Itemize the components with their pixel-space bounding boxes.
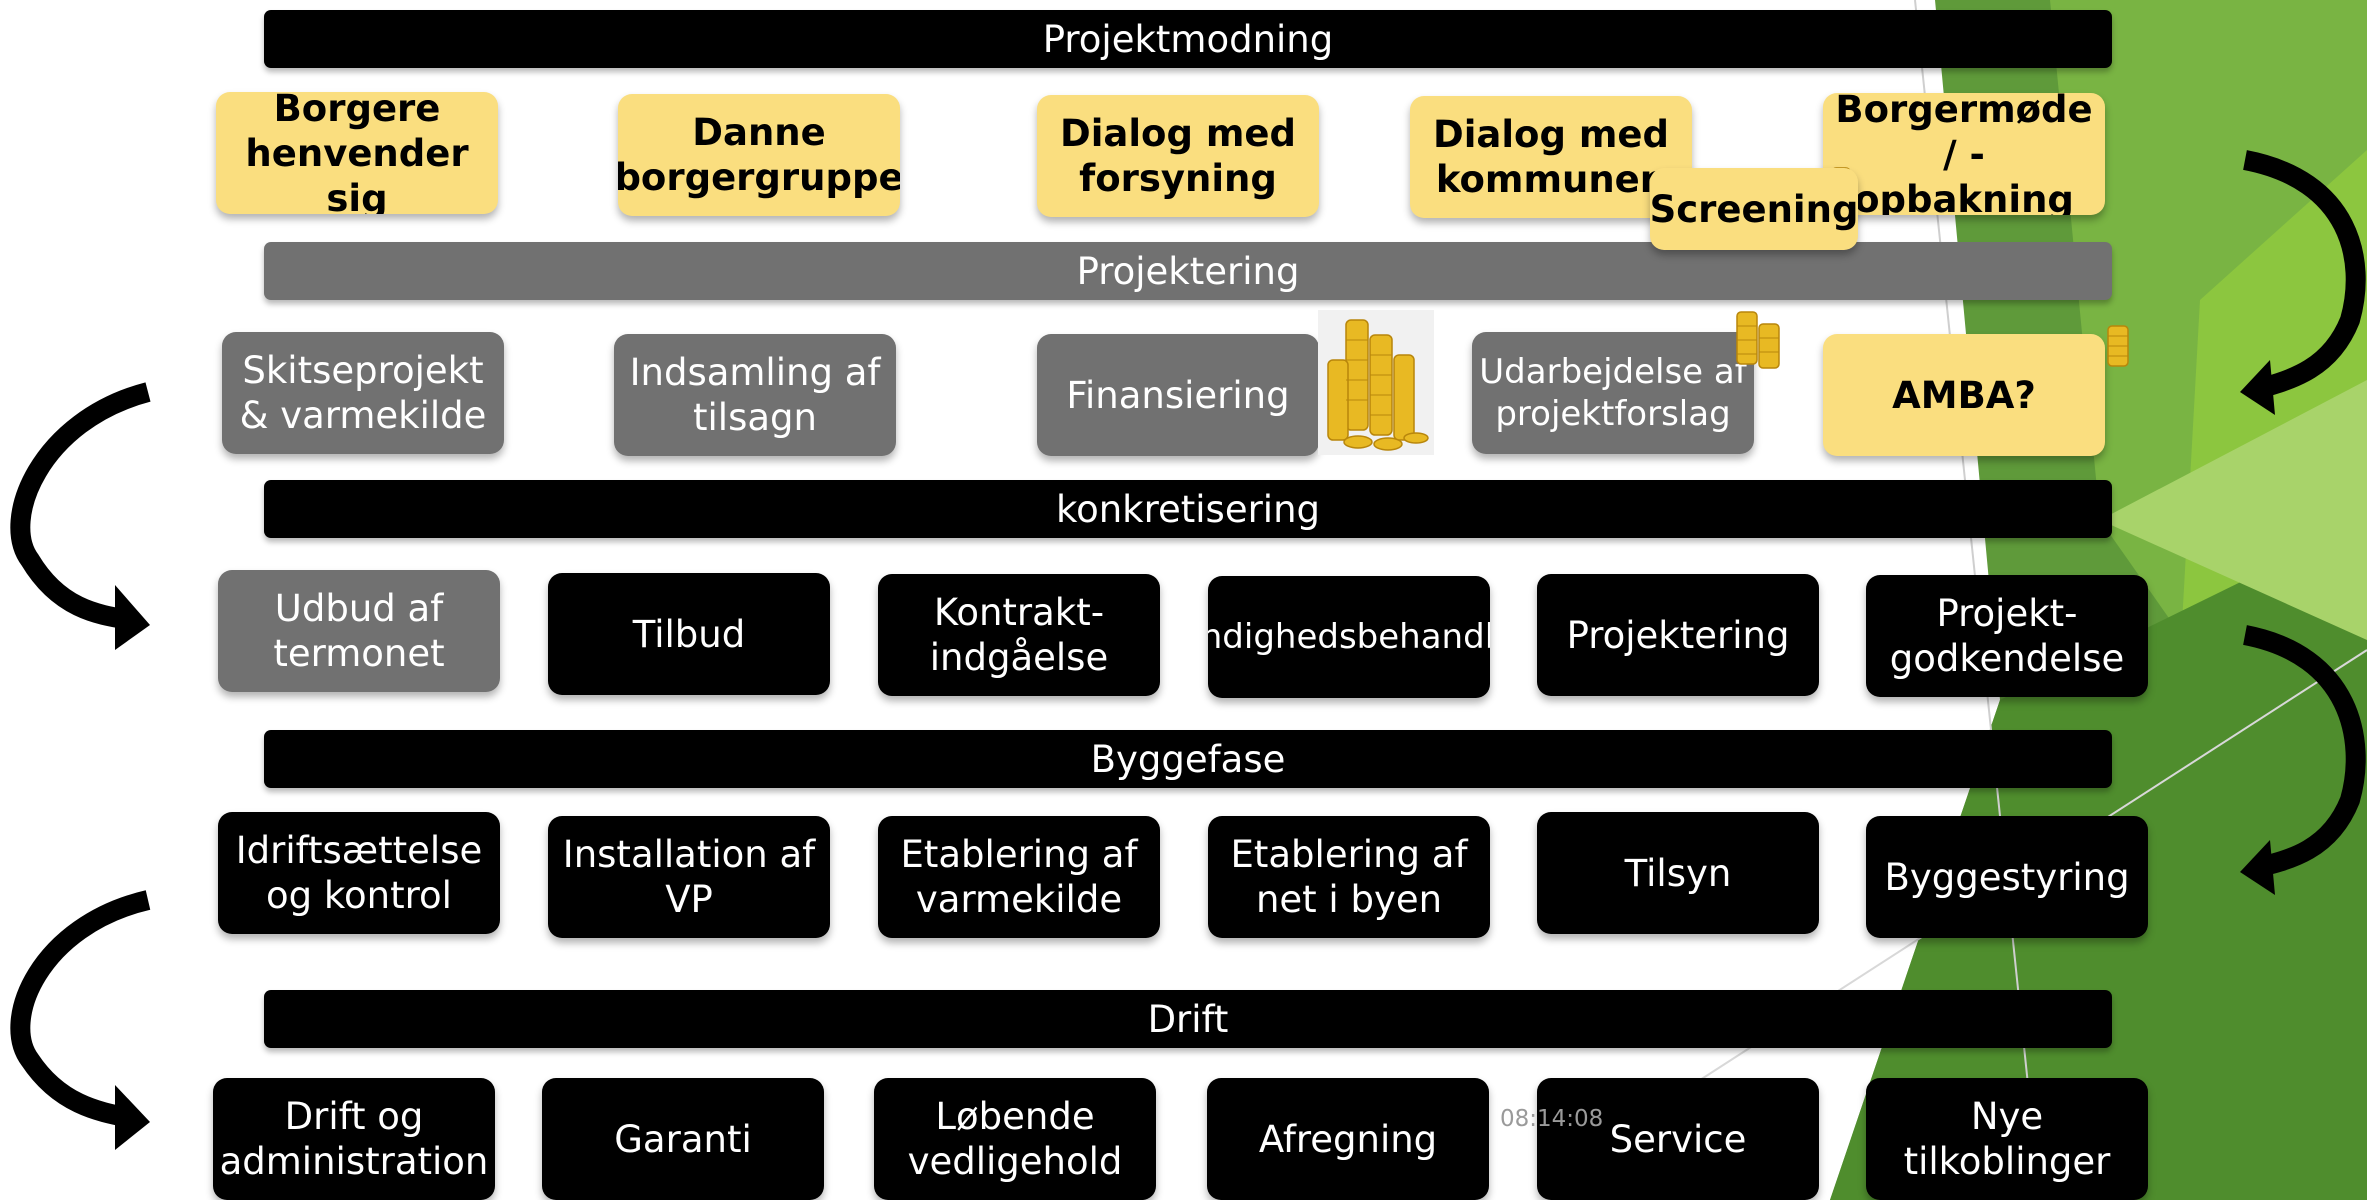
step-garanti: Garanti <box>542 1078 824 1200</box>
step-afregning: Afregning <box>1207 1078 1489 1200</box>
step-borgermoede-opbakning: Borgermøde / - opbakning <box>1823 93 2105 215</box>
curved-arrow-head-1 <box>115 585 150 650</box>
curved-arrow-head-3 <box>2240 360 2275 415</box>
step-udarbejdelse-af-projektforslag: Udarbejdelse af projektforslag <box>1472 332 1754 454</box>
step-screening: Screening <box>1650 168 1858 250</box>
step-dialog-med-kommunen: Dialog med kommunen <box>1410 96 1692 218</box>
timestamp: 08:14:08 <box>1500 1106 1604 1132</box>
step-danne-borgergruppe: Danne borgergruppe <box>618 94 900 216</box>
step-etablering-af-varmekilde: Etablering af varmekilde <box>878 816 1160 938</box>
coin-stack-icon <box>2107 325 2129 367</box>
step-projektering: Projektering <box>1537 574 1819 696</box>
step-nye-tilkoblinger: Nye tilkoblinger <box>1866 1078 2148 1200</box>
bg-green-shape-5 <box>2100 380 2367 640</box>
step-udbud-af-termonet: Udbud af termonet <box>218 570 500 692</box>
step-myndighedsbehandling: Myndighedsbehandling <box>1208 576 1490 698</box>
phase-bar-byggefase: Byggefase <box>264 730 2112 788</box>
step-idriftsaettelse-og-kontrol: Idriftsættelse og kontrol <box>218 812 500 934</box>
step-indsamling-af-tilsagn: Indsamling af tilsagn <box>614 334 896 456</box>
curved-arrow-head-2 <box>115 1085 150 1150</box>
phase-bar-konkretisering: konkretisering <box>264 480 2112 538</box>
step-finansiering: Finansiering <box>1037 334 1319 456</box>
step-kontrakt-indgaaelse: Kontrakt-indgåelse <box>878 574 1160 696</box>
step-etablering-af-net-i-byen: Etablering af net i byen <box>1208 816 1490 938</box>
step-dialog-med-forsyning: Dialog med forsyning <box>1037 95 1319 217</box>
step-skitseprojekt: Skitseprojekt & varmekilde <box>222 332 504 454</box>
step-amba: AMBA? <box>1823 334 2105 456</box>
coin-stack-icon <box>1736 311 1780 369</box>
curved-arrow-icon <box>2242 150 2366 400</box>
step-tilbud: Tilbud <box>548 573 830 695</box>
phase-bar-drift: Drift <box>264 990 2112 1048</box>
coin-stack-icon <box>1318 310 1434 455</box>
step-drift-og-administration: Drift og administration <box>213 1078 495 1200</box>
curved-arrow-icon <box>2242 625 2366 878</box>
phase-bar-projektering: Projektering <box>264 242 2112 300</box>
curved-arrow-icon <box>10 890 151 1128</box>
step-service: Service <box>1537 1078 1819 1200</box>
step-projekt-godkendelse: Projekt-godkendelse <box>1866 575 2148 697</box>
step-borgere-henvender-sig: Borgere henvender sig <box>216 92 498 214</box>
step-tilsyn: Tilsyn <box>1537 812 1819 934</box>
step-byggestyring: Byggestyring <box>1866 816 2148 938</box>
step-installation-af-vp: Installation af VP <box>548 816 830 938</box>
step-loebende-vedligehold: Løbende vedligehold <box>874 1078 1156 1200</box>
curved-arrow-icon <box>10 382 151 630</box>
curved-arrow-head-4 <box>2240 840 2275 895</box>
phase-bar-projektmodning: Projektmodning <box>264 10 2112 68</box>
